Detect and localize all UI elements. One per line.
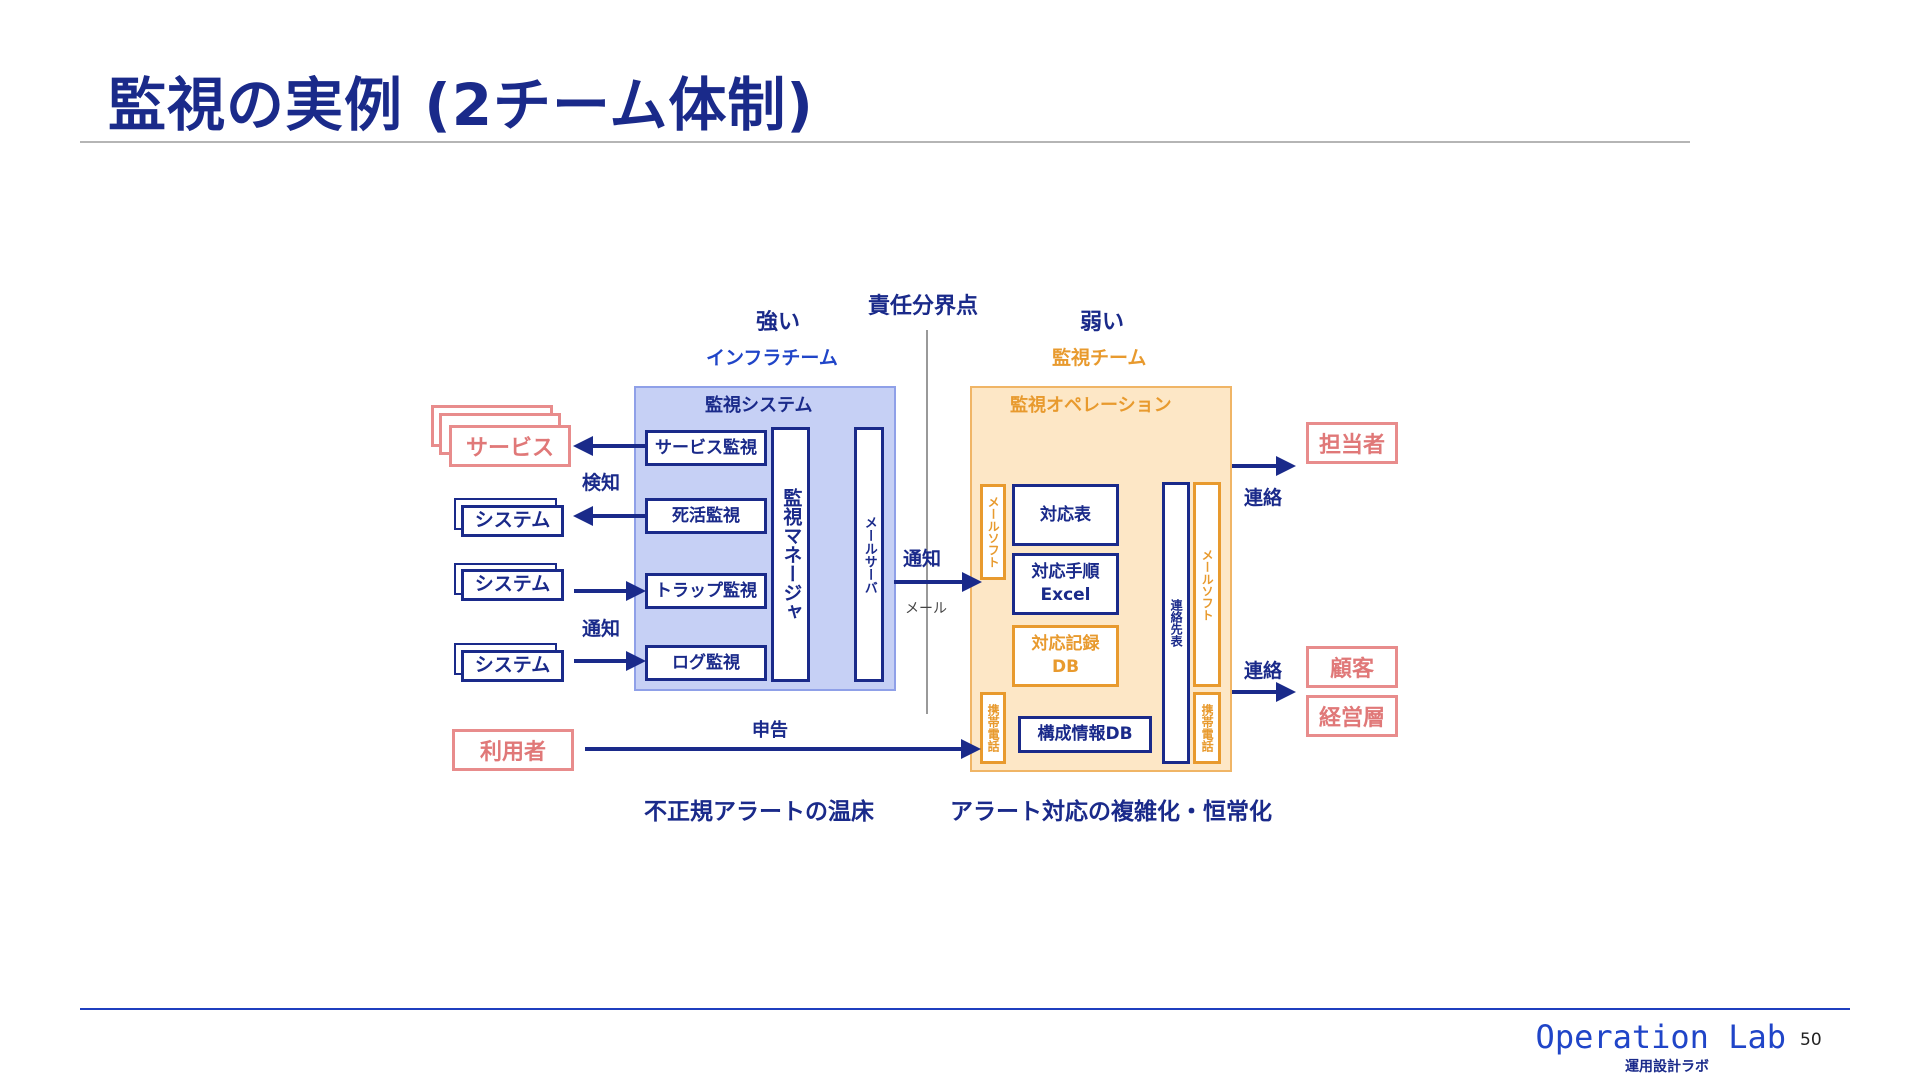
response-record-line2: DB xyxy=(1051,657,1080,677)
system2-box: システム xyxy=(461,569,564,601)
mail-server: メールサーバ xyxy=(854,427,884,682)
system1-box: システム xyxy=(461,505,564,537)
cmdb: 構成情報DB xyxy=(1018,716,1152,753)
notify-in-label: 通知 xyxy=(582,618,621,640)
response-table: 対応表 xyxy=(1012,484,1119,546)
notify-arrow-head xyxy=(962,572,982,592)
owner-box: 担当者 xyxy=(1306,422,1398,464)
arrow-to-system1 xyxy=(590,514,645,518)
notify-arrow xyxy=(894,580,964,584)
response-procedure-line2: Excel xyxy=(1040,585,1091,605)
mobile-phone-right: 携帯電話 xyxy=(1193,692,1221,764)
contact-label-1: 連絡 xyxy=(1244,487,1283,509)
monitoring-operation-title: 監視オペレーション xyxy=(1010,395,1172,416)
brand-logo: Operation Lab xyxy=(1535,1018,1786,1056)
monitor-item-log: ログ監視 xyxy=(645,645,767,681)
left-strength-label: 強い xyxy=(756,310,801,335)
left-caption: 不正規アラートの温床 xyxy=(644,799,874,825)
contact-label-2: 連絡 xyxy=(1244,660,1283,682)
arrow-to-service xyxy=(590,444,645,448)
slide-title: 監視の実例 (2チーム体制) xyxy=(108,71,814,139)
boundary-line xyxy=(926,330,928,714)
monitoring-system-title: 監視システム xyxy=(705,395,813,416)
management-box: 経営層 xyxy=(1306,695,1398,737)
arrow-to-system1-head xyxy=(573,506,593,526)
contact-arrow-2 xyxy=(1232,690,1278,694)
mobile-phone-left: 携帯電話 xyxy=(980,692,1006,764)
boundary-label: 責任分界点 xyxy=(868,294,979,319)
footer-divider xyxy=(80,1008,1850,1010)
report-label: 申告 xyxy=(752,720,788,741)
report-arrow-head xyxy=(961,739,981,759)
arrow-from-system2-head xyxy=(626,581,646,601)
monitor-item-service: サービス監視 xyxy=(645,430,767,466)
contact-arrow-1-head xyxy=(1276,456,1296,476)
title-divider xyxy=(80,141,1690,143)
monitor-item-trap: トラップ監視 xyxy=(645,573,767,609)
left-team-label: インフラチーム xyxy=(706,347,838,369)
arrow-from-system2 xyxy=(574,589,628,593)
arrow-from-system3 xyxy=(574,659,628,663)
brand-subtitle: 運用設計ラボ xyxy=(1625,1059,1709,1075)
right-strength-label: 弱い xyxy=(1080,310,1125,335)
mail-soft-right: メールソフト xyxy=(1193,482,1221,687)
report-arrow xyxy=(585,747,963,751)
mail-label: メール xyxy=(905,601,947,617)
monitor-item-alive: 死活監視 xyxy=(645,498,767,534)
response-record-line1: 対応記録 xyxy=(1031,634,1100,655)
right-team-label: 監視チーム xyxy=(1052,347,1147,369)
detect-label: 検知 xyxy=(582,472,621,494)
arrow-to-service-head xyxy=(573,436,593,456)
contact-arrow-2-head xyxy=(1276,682,1296,702)
diagram: 強い 責任分界点 弱い インフラチーム 監視チーム 監視システム サービス監視 … xyxy=(431,294,1398,825)
system3-box: システム xyxy=(461,650,564,682)
response-procedure-line1: 対応手順 xyxy=(1031,562,1100,583)
response-procedure: 対応手順 Excel xyxy=(1012,553,1119,615)
user-box: 利用者 xyxy=(452,729,574,771)
contact-list: 連絡先表 xyxy=(1162,482,1190,764)
service-box: サービス xyxy=(449,425,571,467)
page-number: 50 xyxy=(1800,1030,1822,1050)
right-caption: アラート対応の複雑化・恒常化 xyxy=(950,799,1272,825)
mail-soft-left: メールソフト xyxy=(980,484,1006,580)
customer-box: 顧客 xyxy=(1306,646,1398,688)
arrow-from-system3-head xyxy=(626,651,646,671)
monitoring-manager: 監視マネージャ xyxy=(771,427,810,682)
response-record: 対応記録 DB xyxy=(1012,625,1119,687)
contact-arrow-1 xyxy=(1232,464,1278,468)
notify-out-label: 通知 xyxy=(903,548,942,570)
